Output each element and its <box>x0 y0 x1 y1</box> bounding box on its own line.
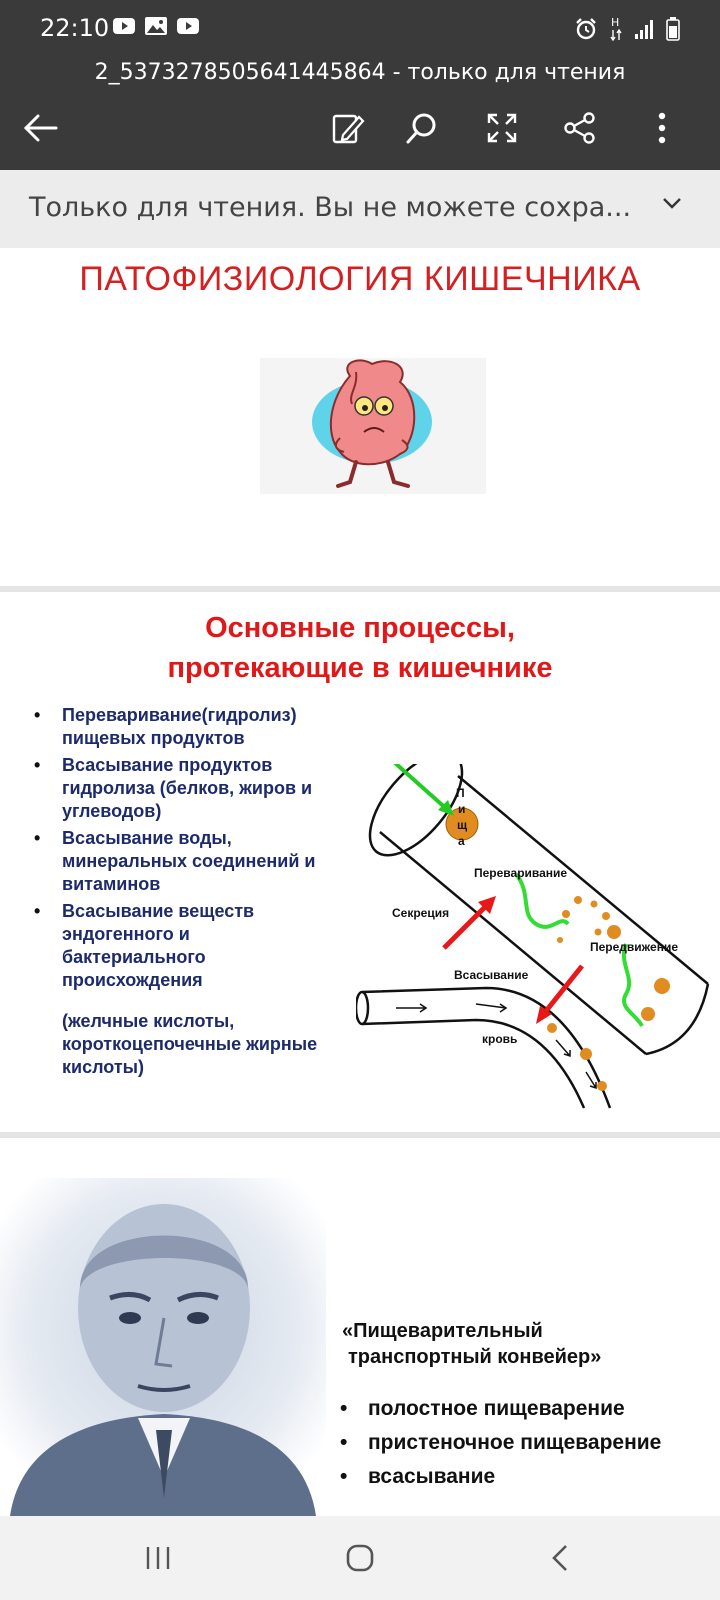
list-item: •Всасывание продуктов гидролиза (белков,… <box>34 755 313 821</box>
diagram-label-secretion: Секреция <box>392 906 450 920</box>
back-arrow-icon[interactable] <box>18 106 62 150</box>
process-list: •Переваривание(гидролиз) пищевых продукт… <box>34 704 334 996</box>
conveyor-list: •полостное пищеварение •пристеночное пищ… <box>340 1392 661 1494</box>
slide-1-title: ПАТОФИЗИОЛОГИЯ КИШЕЧНИКА <box>79 260 641 298</box>
home-icon[interactable] <box>330 1536 390 1580</box>
edit-icon[interactable] <box>326 106 370 150</box>
slide-2: Основные процессы, протекающие в кишечни… <box>0 594 720 1132</box>
back-icon[interactable] <box>530 1536 590 1580</box>
process-note: (желчные кислоты, короткоцепочечные жирн… <box>62 1011 318 1077</box>
diagram-label-digestion: Переваривание <box>474 866 568 880</box>
diagram-label-movement: Передвижение <box>590 940 678 954</box>
youtube-icon <box>176 16 200 41</box>
diagram-label-food-1: П <box>456 786 465 800</box>
slide-2-title-line-1: Основные процессы, <box>205 612 515 644</box>
list-item: •пристеночное пищеварение <box>340 1431 662 1454</box>
diagram-label-food-4: а <box>458 834 465 848</box>
slide-3: «Пищеварительный транспортный конвейер» … <box>0 1138 720 1516</box>
list-item: •Всасывание веществ эндогенного и бактер… <box>34 901 255 990</box>
youtube-icon <box>112 16 136 41</box>
fullscreen-icon[interactable] <box>480 106 524 150</box>
list-item: •всасывание <box>340 1465 496 1488</box>
portrait-photo <box>0 1178 326 1516</box>
signal-icon <box>634 18 656 45</box>
slide-separator <box>0 586 720 592</box>
sick-intestine-illustration <box>260 358 486 494</box>
gallery-icon <box>144 16 168 41</box>
search-icon[interactable] <box>400 106 444 150</box>
status-time: 22:10 <box>40 14 110 42</box>
diagram-label-absorption: Всасывание <box>454 968 529 982</box>
battery-icon <box>666 17 680 46</box>
intestine-diagram: П и щ а Переваривание Секреция Передвиже… <box>354 751 720 1124</box>
recent-apps-icon[interactable] <box>128 1536 188 1580</box>
svg-text:H: H <box>611 16 619 29</box>
more-icon[interactable] <box>640 106 684 150</box>
read-only-banner-text: Только для чтения. Вы не можете сохра... <box>29 192 632 223</box>
slide-1: ПАТОФИЗИОЛОГИЯ КИШЕЧНИКА <box>0 248 720 588</box>
read-only-banner[interactable]: Только для чтения. Вы не можете сохра... <box>0 170 720 248</box>
conveyor-heading: «Пищеварительный транспортный конвейер» <box>342 1318 601 1370</box>
list-item: •Всасывание воды, минеральных соединений… <box>34 828 316 894</box>
slide-2-title-line-2: протекающие в кишечнике <box>167 652 553 684</box>
list-item: •Переваривание(гидролиз) пищевых продукт… <box>34 705 297 748</box>
network-h-icon: H <box>608 16 624 47</box>
document-title: 2_5373278505641445864 - только для чтени… <box>94 60 626 85</box>
list-item: •полостное пищеварение <box>340 1397 625 1420</box>
share-icon[interactable] <box>558 106 602 150</box>
alarm-icon <box>574 17 598 46</box>
diagram-label-blood: кровь <box>482 1032 518 1046</box>
app-toolbar: 2_5373278505641445864 - только для чтени… <box>0 54 720 170</box>
status-bar: 22:10 H <box>0 0 720 54</box>
conveyor-heading-line-2: транспортный конвейер» <box>348 1346 602 1368</box>
slide-2-title: Основные процессы, протекающие в кишечни… <box>0 608 720 688</box>
diagram-label-food-2: и <box>458 802 466 816</box>
system-nav-bar <box>0 1516 720 1600</box>
diagram-label-food-3: щ <box>457 818 468 832</box>
chevron-down-icon[interactable] <box>662 196 682 215</box>
conveyor-heading-line-1: «Пищеварительный <box>342 1320 543 1342</box>
slide-separator <box>0 1132 720 1138</box>
